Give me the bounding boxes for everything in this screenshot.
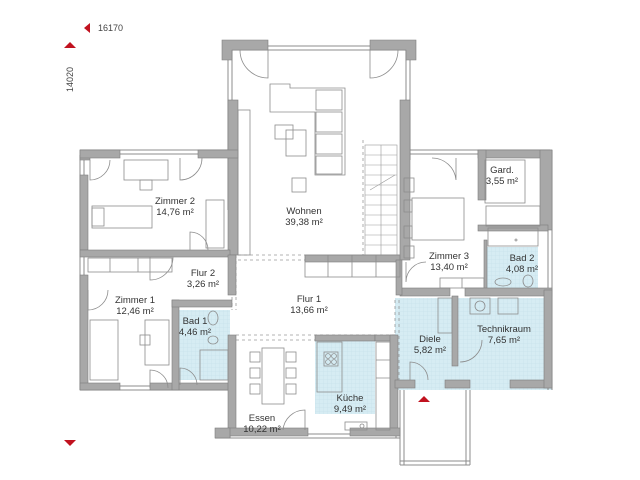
room-area: 13,66 m² — [290, 305, 328, 316]
marker-down-icon — [64, 440, 76, 446]
tiled-areas — [178, 247, 552, 414]
room-name: Zimmer 3 — [428, 251, 470, 262]
room-area: 4,46 m² — [178, 327, 212, 338]
room-name: Zimmer 2 — [154, 196, 196, 207]
furniture — [87, 49, 541, 431]
room-area: 5,82 m² — [413, 345, 447, 356]
room-name: Flur 2 — [190, 268, 216, 279]
room-area: 14,76 m² — [156, 207, 194, 218]
room-name: Zimmer 1 — [114, 295, 156, 306]
room-name: Technikraum — [477, 324, 531, 335]
width-dimension: 16170 — [98, 23, 124, 33]
height-dimension: 14020 — [65, 66, 75, 92]
room-area: 7,65 m² — [487, 335, 521, 346]
room-name: Bad 2 — [509, 253, 535, 264]
marker-left-icon — [84, 23, 90, 33]
room-name: Diele — [419, 334, 441, 345]
room-name: Küche — [336, 393, 364, 404]
room-area: 39,38 m² — [285, 217, 323, 228]
room-name: Flur 1 — [296, 294, 322, 305]
room-area: 3,26 m² — [186, 279, 220, 290]
room-label-garderobe: Gard.3,55 m² — [486, 165, 518, 187]
entrance-marker-icon — [418, 396, 430, 402]
room-area: 10,22 m² — [243, 424, 281, 435]
walls — [79, 39, 553, 439]
room-area: 4,08 m² — [505, 264, 539, 275]
room-area: 9,49 m² — [333, 404, 367, 415]
room-area: 12,46 m² — [116, 306, 154, 317]
room-name: Gard. — [490, 165, 514, 176]
room-area: 13,40 m² — [430, 262, 468, 273]
room-name: Bad 1 — [182, 316, 208, 327]
staircase — [364, 144, 398, 256]
marker-up-icon — [64, 42, 76, 48]
room-name: Essen — [248, 413, 276, 424]
room-area: 3,55 m² — [485, 176, 519, 187]
direction-markers — [64, 23, 430, 446]
room-name: Wohnen — [286, 206, 322, 217]
